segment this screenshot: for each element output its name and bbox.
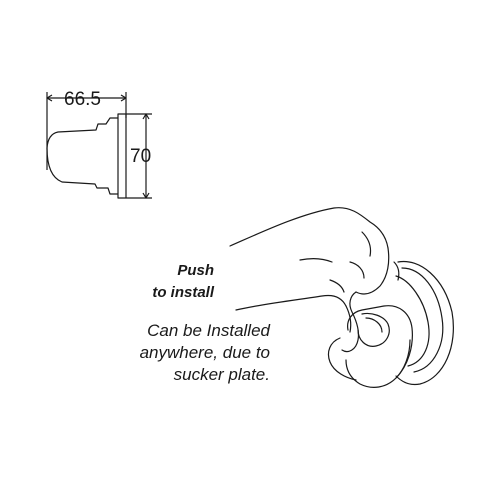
- width-arrow-right: [120, 94, 127, 102]
- note-line-1: Can be Installed: [147, 321, 270, 340]
- width-dimension-label: 66.5: [64, 89, 101, 110]
- note-line-3: sucker plate.: [173, 365, 270, 385]
- width-arrow-left: [46, 94, 53, 102]
- push-line-1: Push: [177, 262, 214, 279]
- sucker-plate: [393, 260, 454, 386]
- height-dimension-label: 70: [130, 146, 152, 167]
- holder-side-profile: [46, 113, 127, 199]
- push-to-install-label: Push to install: [152, 260, 214, 304]
- height-arrow-top: [142, 113, 150, 120]
- hand: [229, 207, 390, 353]
- hand-holder-illustration: [229, 207, 454, 388]
- dimension-drawing: [46, 92, 152, 199]
- note-line-2: anywhere, due to: [139, 343, 270, 363]
- height-arrow-bottom: [142, 192, 150, 199]
- holder-body: [327, 305, 413, 388]
- push-line-2: to install: [152, 283, 214, 301]
- installation-note: Can be Installed anywhere, due to sucker…: [140, 320, 270, 386]
